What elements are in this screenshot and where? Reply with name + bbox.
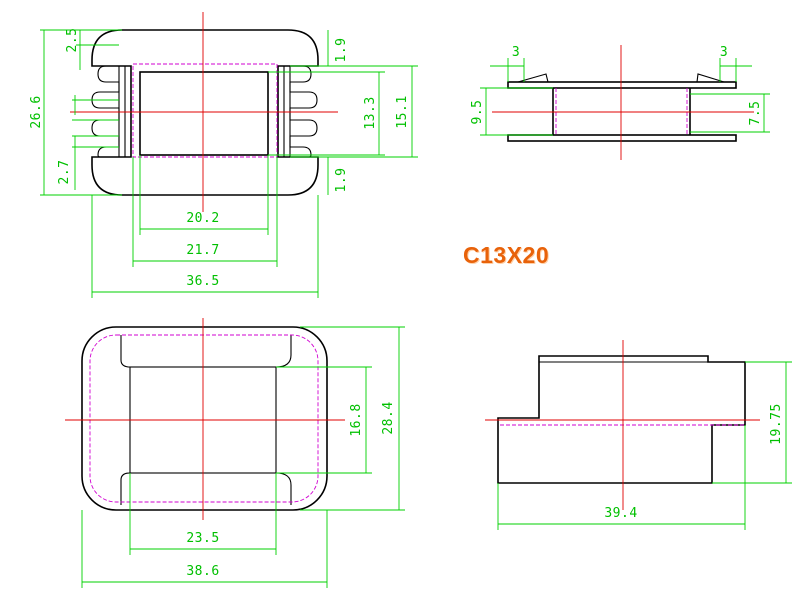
dim-inner-height: 16.8 — [349, 403, 364, 436]
dim-lip-right: 3 — [720, 45, 728, 60]
core-window — [139, 71, 269, 156]
right-lip — [696, 73, 725, 83]
dim-mid-width: 21.7 — [186, 243, 219, 258]
dim-pin-top: 1.9 — [334, 38, 349, 63]
bottom-inner-contour — [120, 472, 292, 505]
outer-outline — [81, 326, 328, 511]
dim-inner-width: 23.5 — [186, 531, 219, 546]
dim-core-height: 7.5 — [748, 101, 763, 126]
view-top-right: 3 3 9.5 7.5 — [470, 45, 770, 160]
dim-lip-left: 3 — [512, 45, 520, 60]
dim-height: 19.75 — [769, 403, 784, 445]
dim-overall-width: 36.5 — [186, 274, 219, 289]
dim-flange-height: 15.1 — [395, 95, 410, 128]
top-inner-contour — [120, 335, 292, 368]
dim-slot-gap: 2.7 — [57, 160, 72, 185]
dim-top-gap: 2.5 — [65, 28, 80, 53]
dim-height-overall: 26.6 — [29, 95, 44, 128]
dim-window-height: 13.3 — [363, 96, 378, 129]
view-bottom-right: 19.75 39.4 — [485, 340, 792, 530]
side-profile — [497, 355, 746, 484]
bobbin-outline — [91, 29, 319, 196]
view-bottom-left: 23.5 38.6 16.8 28.4 — [65, 318, 405, 588]
hidden-core-outline — [132, 63, 278, 158]
dim-bobbin-height: 9.5 — [470, 100, 485, 125]
dim-width: 39.4 — [604, 506, 637, 521]
dim-overall-width: 38.6 — [186, 564, 219, 579]
top-flange — [507, 81, 737, 89]
dim-pin-bottom: 1.9 — [334, 168, 349, 193]
bottom-flange — [507, 134, 737, 142]
dim-overall-height: 28.4 — [381, 401, 396, 434]
view-top-left: 26.6 2.5 2.7 20.2 21.7 36.5 1.9 1.9 — [29, 12, 418, 298]
part-title: C13X20 — [463, 242, 550, 268]
left-lip — [517, 73, 549, 83]
hidden-outline — [89, 334, 319, 503]
dim-inner-width: 20.2 — [186, 211, 219, 226]
